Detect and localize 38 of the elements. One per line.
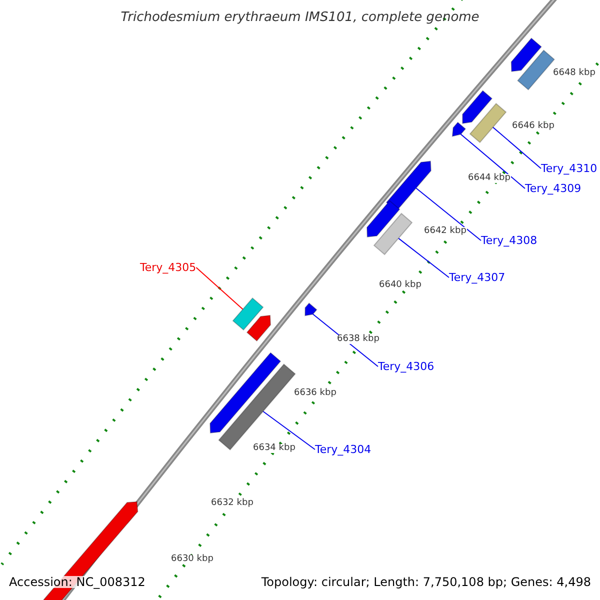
gene-bar	[517, 50, 555, 90]
title: Trichodesmium erythraeum IMS101, complete genome	[120, 11, 480, 24]
tick-label: 6632 kbp	[210, 499, 254, 508]
tick-label: 6634 kbp	[252, 444, 296, 453]
gene-label: Tery_4309	[525, 183, 582, 194]
gene-block	[304, 302, 318, 316]
tick-label: 6642 kbp	[423, 227, 468, 236]
tick-label: 6636 kbp	[293, 389, 338, 398]
gene-label: Tery_4305	[140, 262, 196, 273]
tick-label: 6640 kbp	[378, 281, 422, 290]
gene-bar	[232, 297, 264, 331]
leader-line	[196, 267, 244, 310]
tick-label: 6648 kbp	[552, 69, 596, 78]
gene-bar	[373, 212, 413, 256]
gene-label: Tery_4310	[541, 163, 598, 174]
gene-block	[452, 122, 466, 137]
tick-label: 6638 kbp	[336, 335, 380, 344]
leader-line	[492, 126, 542, 169]
gene-block	[462, 90, 493, 124]
gene-block	[510, 38, 542, 72]
leader-line	[398, 238, 450, 278]
genome-info-text: Topology: circular; Length: 7,750,108 bp; Genes: 4,498	[261, 576, 591, 588]
tick-label: 6630 kbp	[170, 555, 214, 564]
gene-block	[246, 314, 271, 342]
tick-label: 6644 kbp	[467, 174, 512, 183]
gene-label: Tery_4308	[481, 235, 538, 246]
gene-label: Tery_4304	[315, 444, 372, 455]
gene-label: Tery_4306	[378, 361, 434, 372]
gene-block	[366, 200, 400, 238]
gene-label: Tery_4307	[449, 272, 506, 283]
gene-bar	[218, 364, 296, 450]
gene-block	[210, 352, 282, 434]
leader-line	[262, 410, 316, 450]
accession-text: Accession: NC_008312	[9, 576, 146, 588]
tick-label: 6646 kbp	[511, 122, 556, 131]
gene-bar	[469, 102, 507, 144]
leader-line	[460, 134, 526, 189]
leader-line	[416, 188, 482, 241]
